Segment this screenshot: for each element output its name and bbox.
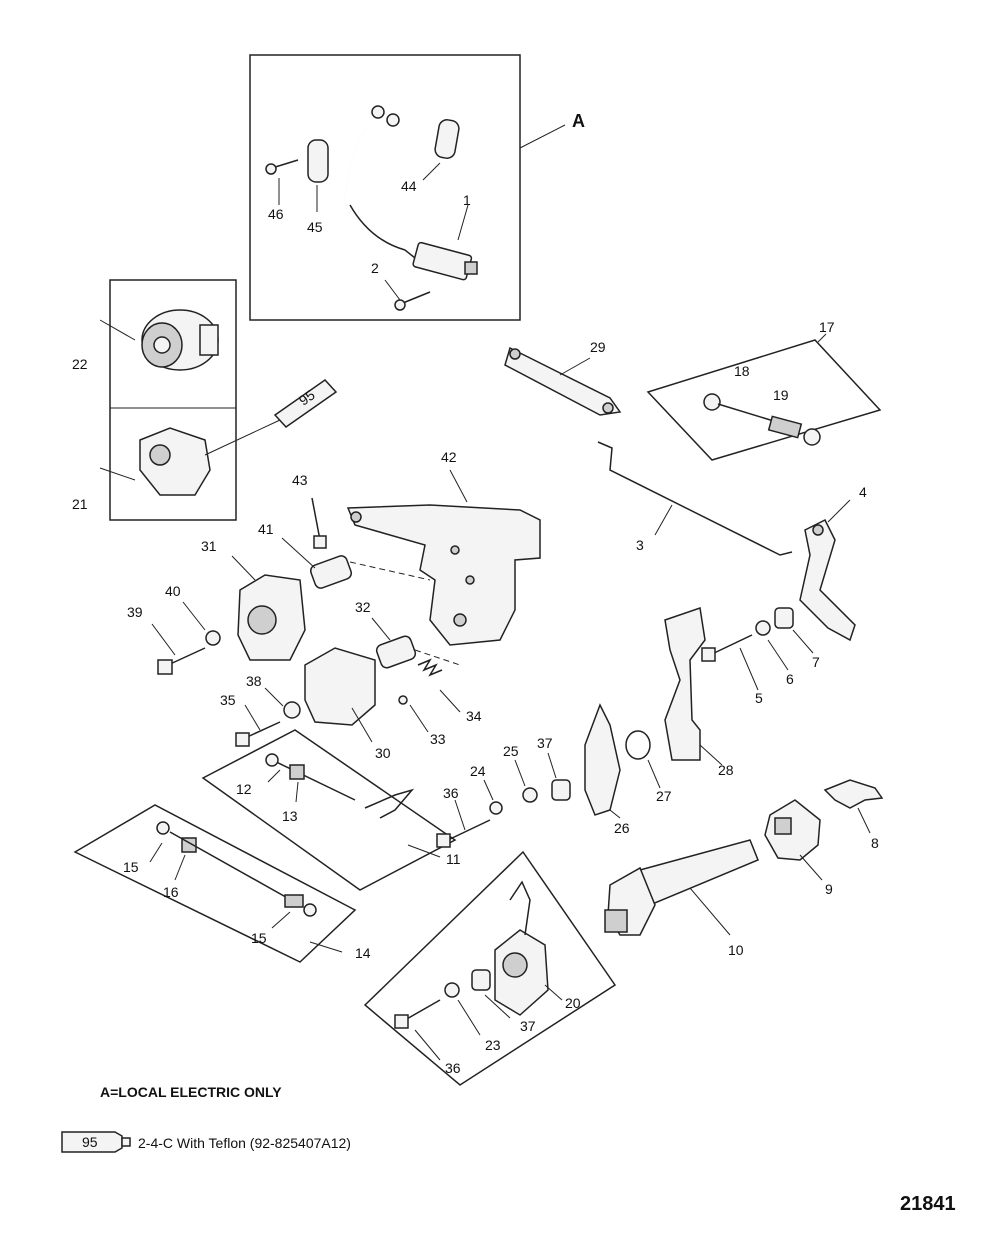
part-8 bbox=[823, 779, 884, 834]
label-27: 27 bbox=[656, 788, 672, 804]
label-41: 41 bbox=[258, 521, 274, 537]
label-11: 11 bbox=[446, 851, 461, 867]
label-4: 4 bbox=[859, 484, 867, 500]
part-42 bbox=[346, 469, 541, 646]
detail-box-20 bbox=[363, 850, 617, 1086]
label-39: 39 bbox=[127, 604, 143, 620]
label-20: 20 bbox=[565, 995, 581, 1011]
part-3 bbox=[597, 441, 793, 556]
part-4 bbox=[799, 499, 856, 642]
detail-box-11 bbox=[201, 729, 457, 891]
detail-box-14 bbox=[73, 804, 357, 963]
part-28 bbox=[664, 607, 723, 766]
label-40: 40 bbox=[165, 583, 181, 599]
legend-text: 2-4-C With Teflon (92-825407A12) bbox=[138, 1135, 351, 1151]
label-37b: 37 bbox=[520, 1018, 536, 1034]
label-23: 23 bbox=[485, 1037, 501, 1053]
lubricant-legend: 95 2-4-C With Teflon (92-825407A12) bbox=[61, 1131, 351, 1153]
note-local-electric: A=LOCAL ELECTRIC ONLY bbox=[100, 1084, 282, 1100]
detail-box-17 bbox=[646, 333, 882, 461]
detail-box-21-22 bbox=[99, 279, 338, 521]
label-a: A bbox=[572, 111, 585, 131]
label-12: 12 bbox=[236, 781, 252, 797]
parts-5-6-7 bbox=[701, 607, 814, 691]
label-31: 31 bbox=[201, 538, 217, 554]
label-46: 46 bbox=[268, 206, 284, 222]
label-21: 21 bbox=[72, 496, 88, 512]
label-13: 13 bbox=[282, 808, 298, 824]
label-6: 6 bbox=[786, 671, 794, 687]
label-26: 26 bbox=[614, 820, 630, 836]
label-2: 2 bbox=[371, 260, 379, 276]
label-17: 17 bbox=[819, 319, 835, 335]
part-31 bbox=[231, 555, 306, 661]
callout-labels: 1 2 3 4 5 6 7 8 9 10 11 12 13 14 15 16 1… bbox=[72, 111, 879, 1076]
label-33: 33 bbox=[430, 731, 446, 747]
label-3: 3 bbox=[636, 537, 644, 553]
label-30: 30 bbox=[375, 745, 391, 761]
parts-36-24-25-37 bbox=[436, 752, 571, 848]
label-38: 38 bbox=[246, 673, 262, 689]
label-8: 8 bbox=[871, 835, 879, 851]
part-34-33 bbox=[398, 658, 461, 733]
label-24: 24 bbox=[470, 763, 486, 779]
label-44: 44 bbox=[401, 178, 417, 194]
detail-box-a bbox=[249, 54, 566, 321]
label-43: 43 bbox=[292, 472, 308, 488]
label-37a: 37 bbox=[537, 735, 553, 751]
legend-tube-label: 95 bbox=[82, 1134, 98, 1150]
part-41 bbox=[281, 537, 431, 589]
part-39-40 bbox=[151, 601, 221, 675]
label-14: 14 bbox=[355, 945, 371, 961]
label-18: 18 bbox=[734, 363, 750, 379]
label-42: 42 bbox=[441, 449, 457, 465]
part-30 bbox=[304, 647, 376, 743]
figure-number: 21841 bbox=[900, 1193, 956, 1215]
part-9 bbox=[764, 799, 823, 881]
label-9: 9 bbox=[825, 881, 833, 897]
label-25: 25 bbox=[503, 743, 519, 759]
label-15a: 15 bbox=[123, 859, 139, 875]
label-7: 7 bbox=[812, 654, 820, 670]
part-10 bbox=[604, 839, 759, 936]
part-32 bbox=[371, 617, 461, 669]
label-1: 1 bbox=[463, 192, 471, 208]
label-28: 28 bbox=[718, 762, 734, 778]
label-22: 22 bbox=[72, 356, 88, 372]
label-34: 34 bbox=[466, 708, 482, 724]
label-29: 29 bbox=[590, 339, 606, 355]
label-32: 32 bbox=[355, 599, 371, 615]
label-15b: 15 bbox=[251, 930, 267, 946]
part-35-38 bbox=[235, 687, 301, 747]
label-36b: 36 bbox=[445, 1060, 461, 1076]
label-16: 16 bbox=[163, 884, 179, 900]
part-43 bbox=[311, 497, 327, 549]
part-26-27 bbox=[584, 703, 661, 819]
label-19: 19 bbox=[773, 387, 789, 403]
part-29 bbox=[504, 346, 622, 416]
label-5: 5 bbox=[755, 690, 763, 706]
label-10: 10 bbox=[728, 942, 744, 958]
label-35: 35 bbox=[220, 692, 236, 708]
label-36a: 36 bbox=[443, 785, 459, 801]
label-45: 45 bbox=[307, 219, 323, 235]
